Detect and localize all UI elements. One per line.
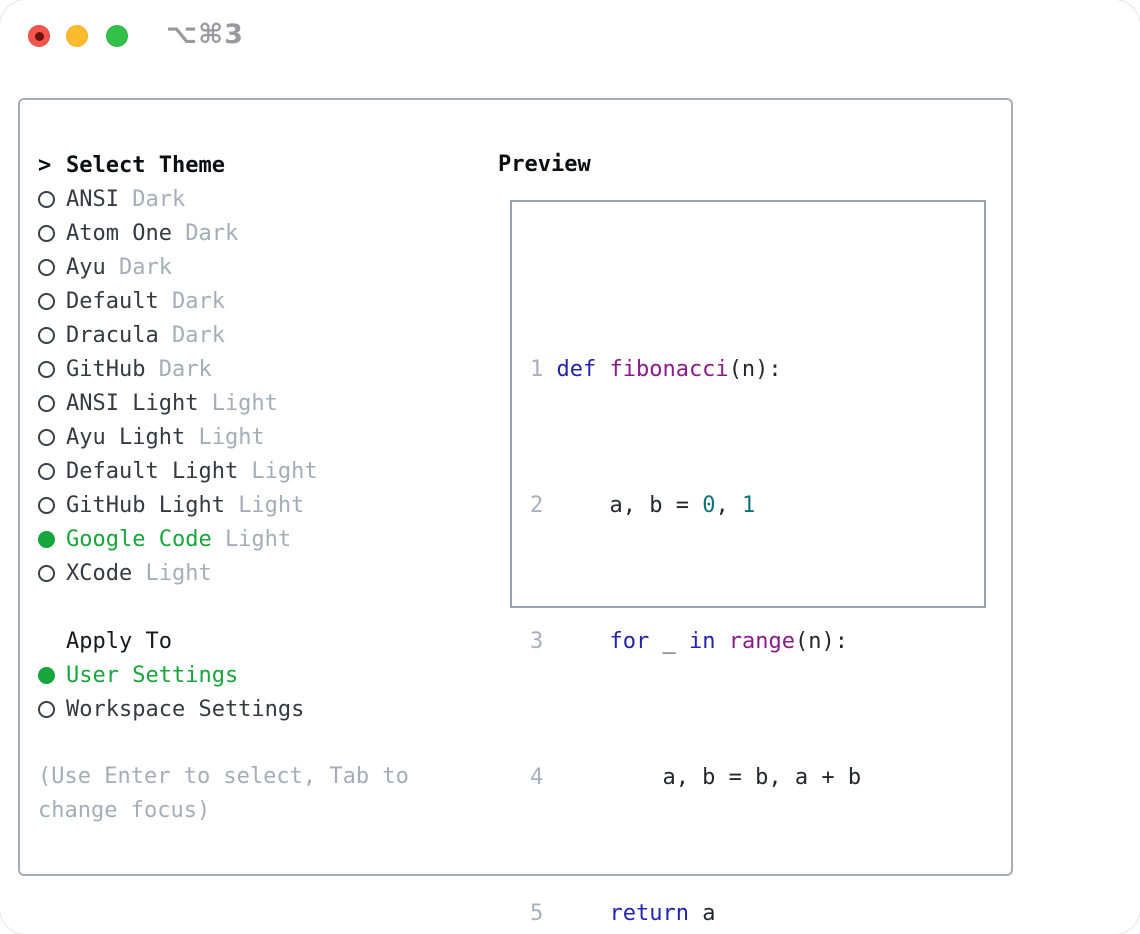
spacer <box>38 726 409 760</box>
code-line: 5 return a <box>530 897 927 931</box>
code-line: 3 for _ in range(n): <box>530 625 927 659</box>
radio-icon <box>38 292 55 310</box>
radio-icon <box>38 564 55 582</box>
theme-picker-panel: > Select Theme ANSI Dark Atom One Dark A… <box>18 98 1013 926</box>
radio-icon <box>38 496 55 514</box>
window-title: ⌥⌘3 <box>166 19 244 50</box>
theme-option-ansi-dark[interactable]: ANSI Dark <box>38 182 409 216</box>
line-number: 5 <box>530 901 544 926</box>
radio-icon <box>38 700 55 718</box>
apply-option-user-settings[interactable]: User Settings <box>38 658 409 692</box>
code-line: 2 a, b = 0, 1 <box>530 489 927 523</box>
help-text: (Use Enter to select, Tab to change focu… <box>38 764 409 823</box>
minimize-button[interactable] <box>66 25 88 47</box>
close-button[interactable] <box>28 25 50 47</box>
unsaved-dot-icon <box>34 31 44 41</box>
theme-option-ayu-dark[interactable]: Ayu Dark <box>38 250 409 284</box>
theme-option-default-light[interactable]: Default Light Light <box>38 454 409 488</box>
code-line: 4 a, b = b, a + b <box>530 761 927 795</box>
theme-option-default-dark[interactable]: Default Dark <box>38 284 409 318</box>
radio-icon <box>38 360 55 378</box>
preview-title: Preview <box>498 152 591 177</box>
line-number: 3 <box>530 629 544 654</box>
theme-option-github-light[interactable]: GitHub Light Light <box>38 488 409 522</box>
radio-icon <box>38 394 55 412</box>
theme-list: > Select Theme ANSI Dark Atom One Dark A… <box>38 148 409 828</box>
theme-option-google-code[interactable]: Google Code Light <box>38 522 409 556</box>
radio-icon <box>38 326 55 344</box>
radio-icon <box>38 190 55 208</box>
section-title: Select Theme <box>66 152 225 178</box>
radio-icon <box>38 462 55 480</box>
radio-selected-icon <box>38 530 55 548</box>
radio-icon <box>38 224 55 242</box>
theme-option-github-dark[interactable]: GitHub Dark <box>38 352 409 386</box>
line-number: 4 <box>530 765 544 790</box>
radio-selected-icon <box>38 666 55 684</box>
cursor-icon: > <box>38 152 52 178</box>
theme-option-ansi-light[interactable]: ANSI Light Light <box>38 386 409 420</box>
section-title: Apply To <box>66 628 172 654</box>
theme-option-xcode[interactable]: XCode Light <box>38 556 409 590</box>
select-theme-header: > Select Theme <box>38 148 409 182</box>
theme-option-ayu-light[interactable]: Ayu Light Light <box>38 420 409 454</box>
apply-to-header: Apply To <box>38 624 409 658</box>
theme-option-atom-one-dark[interactable]: Atom One Dark <box>38 216 409 250</box>
zoom-button[interactable] <box>106 25 128 47</box>
line-number: 2 <box>530 493 544 518</box>
apply-option-workspace-settings[interactable]: Workspace Settings <box>38 692 409 726</box>
spacer <box>38 590 409 624</box>
line-number: 1 <box>530 357 544 382</box>
radio-icon <box>38 428 55 446</box>
radio-icon <box>38 258 55 276</box>
theme-option-dracula-dark[interactable]: Dracula Dark <box>38 318 409 352</box>
